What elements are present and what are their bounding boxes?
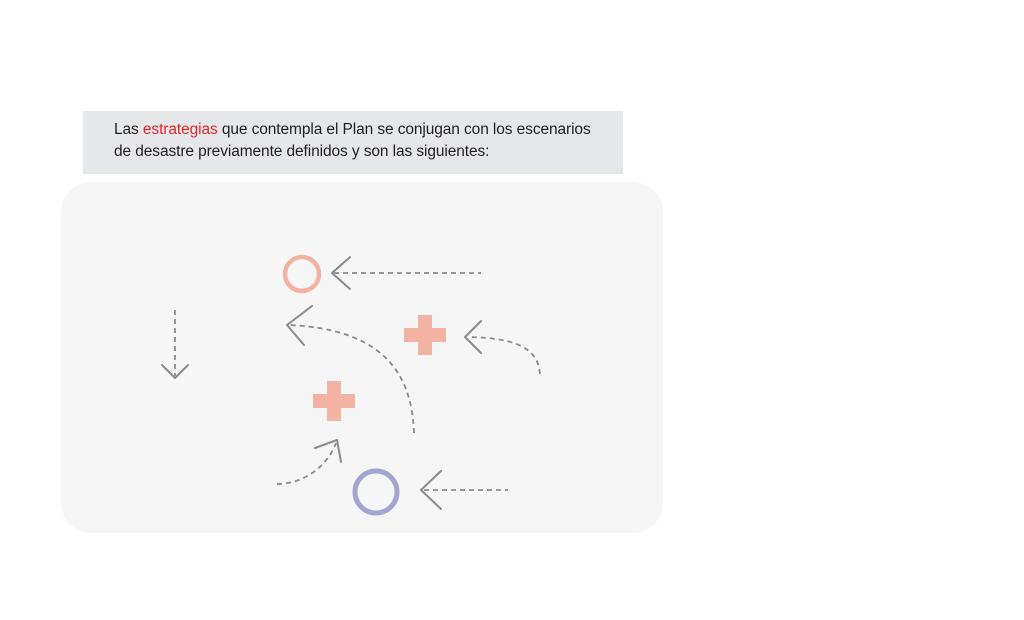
diagram-panel	[61, 182, 663, 533]
intro-text-suffix: que contempla el Plan se conjugan con lo…	[114, 121, 591, 160]
intro-text-box: Las estrategias que contempla el Plan se…	[83, 111, 623, 174]
intro-text-highlight: estrategias	[142, 121, 218, 138]
intro-text-prefix: Las	[114, 121, 143, 138]
